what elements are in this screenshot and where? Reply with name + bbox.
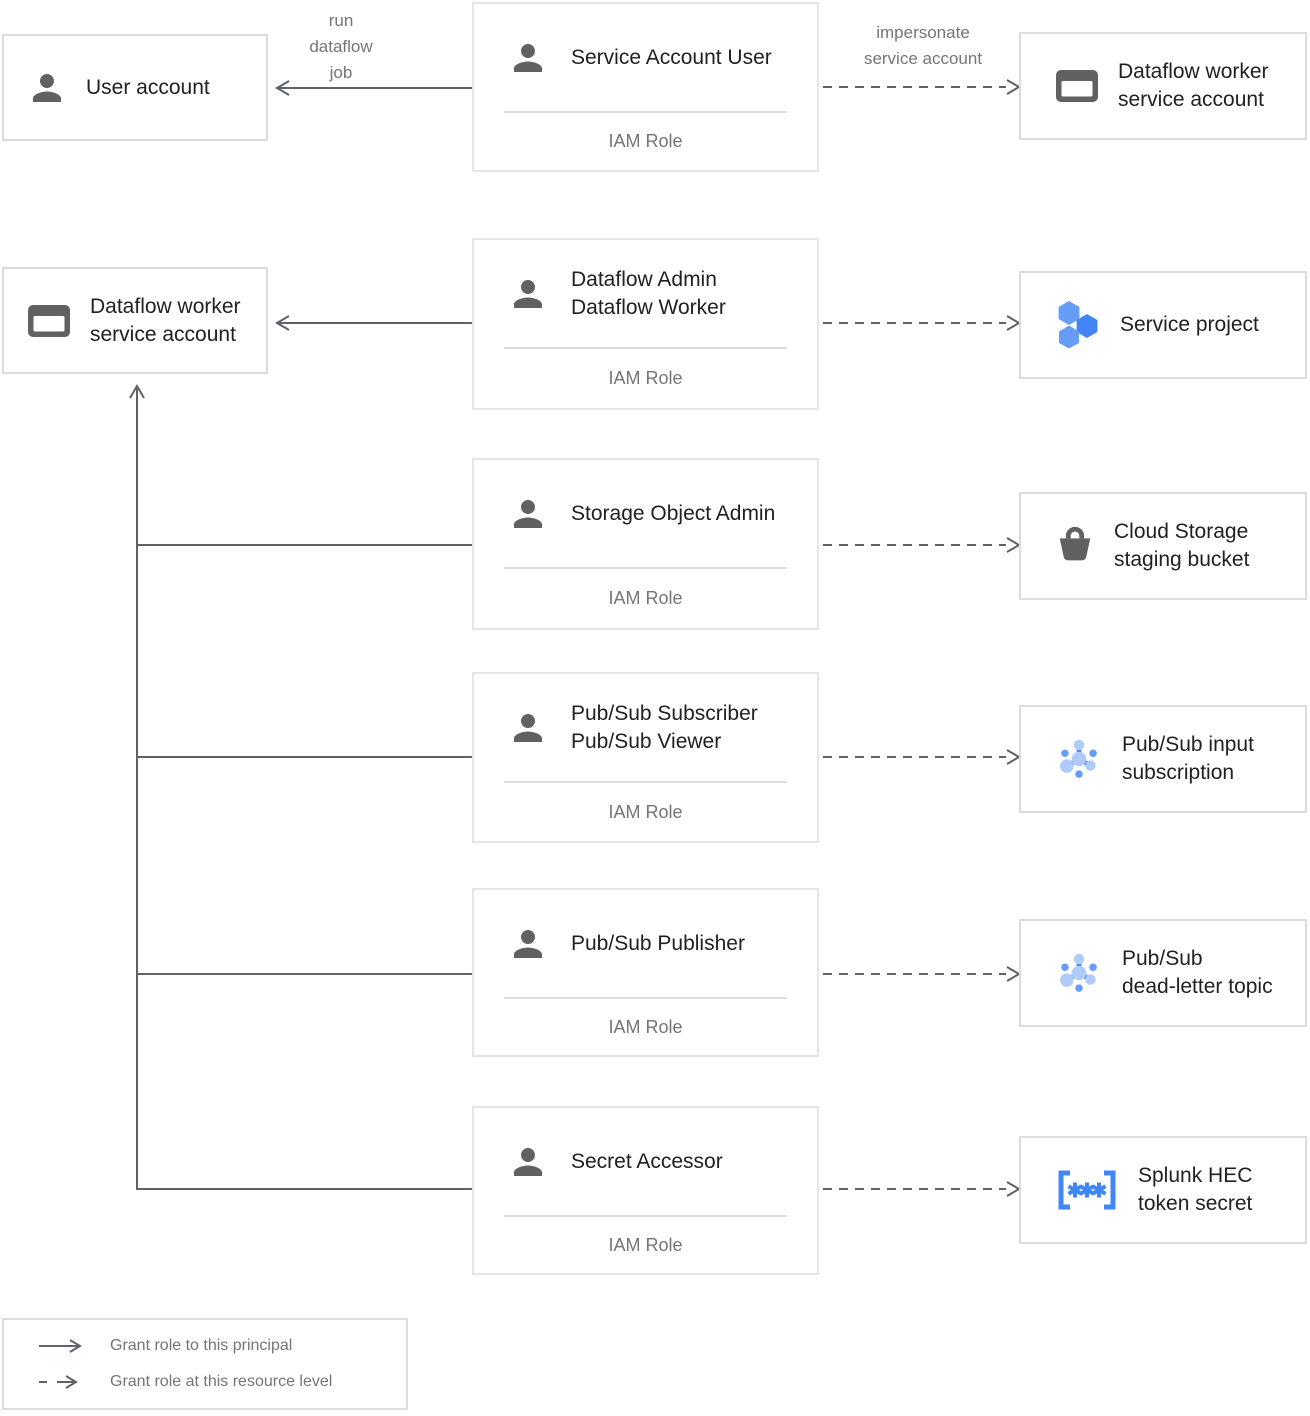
resource-box-service-project: Service project [1019, 271, 1307, 379]
pubsub-icon [1060, 739, 1097, 778]
iam-role-label: IAM Role [608, 1234, 683, 1255]
arrowhead-right-row4 [1006, 749, 1021, 765]
arrowhead-right-row6 [1006, 1181, 1021, 1197]
role-title: Service Account User [571, 45, 772, 69]
person-icon [514, 929, 542, 958]
person-icon [514, 713, 542, 742]
principal-box-user-account: User account [2, 34, 268, 141]
legend-row-solid: Grant role to this principal [4, 1337, 406, 1355]
trunk-to-worker-sa [136, 387, 472, 1190]
resource-label: Service project [1120, 313, 1259, 336]
pubsub-icon [1060, 953, 1097, 992]
arrowhead-up-trunk [129, 384, 145, 399]
role-title: Storage Object Admin [571, 501, 776, 525]
legend-solid-label: Grant role to this principal [110, 1337, 293, 1354]
edge-label-line: dataflow [309, 37, 373, 56]
edge-label-line: impersonate [876, 23, 970, 42]
iam-role-label: IAM Role [608, 368, 683, 388]
arrowhead-right-row1 [1006, 79, 1021, 95]
role-title: Secret Accessor [571, 1149, 723, 1173]
arrowhead-right-row2 [1006, 315, 1021, 331]
role-box-service-account-user: Service Account User IAM Role [472, 2, 819, 172]
person-icon [514, 43, 542, 72]
secret-icon [1058, 1170, 1116, 1210]
edge-label-line: run [328, 11, 354, 30]
edge-label-line: job [329, 63, 353, 82]
iam-role-label: IAM Role [608, 801, 683, 822]
iam-role-label: IAM Role [608, 588, 683, 608]
legend-dashed-arrow-icon [39, 1375, 78, 1389]
arrowhead-right-row3 [1006, 537, 1021, 553]
edge-label-impersonate-service-account: impersonate service account [823, 20, 1023, 72]
person-icon [33, 73, 61, 102]
legend-row-dashed: Grant role at this resource level [4, 1373, 406, 1391]
principal-label: User account [86, 75, 210, 99]
divider [504, 111, 787, 113]
role-box-storage-object-admin: Storage Object Admin IAM Role [472, 458, 819, 630]
principal-box-dataflow-worker-service-account: Dataflow worker service account [2, 267, 268, 374]
role-title: Pub/Sub Publisher [571, 931, 745, 955]
service-account-icon [28, 304, 70, 337]
role-box-secret-accessor: Secret Accessor IAM Role [472, 1106, 819, 1275]
arrowhead-left-row2 [275, 315, 290, 331]
divider [504, 347, 787, 349]
iam-role-label: IAM Role [608, 131, 683, 151]
divider [504, 567, 787, 569]
divider [504, 997, 787, 999]
legend-box: Grant role to this principal Grant role … [2, 1318, 408, 1410]
person-icon [514, 499, 542, 528]
project-icon [1058, 301, 1098, 349]
person-icon [514, 1147, 542, 1176]
legend-dashed-label: Grant role at this resource level [110, 1373, 333, 1390]
principal-label: Dataflow worker service account [90, 294, 241, 346]
iam-role-label: IAM Role [608, 1016, 683, 1037]
storage-bucket-icon [1059, 526, 1091, 561]
role-box-pubsub-publisher: Pub/Sub Publisher IAM Role [472, 888, 819, 1057]
arrowhead-right-row5 [1006, 966, 1021, 982]
service-account-icon [1056, 70, 1098, 102]
legend-solid-arrow-icon [39, 1339, 82, 1353]
edge-label-line: service account [863, 49, 983, 68]
divider [504, 1215, 787, 1217]
divider [504, 781, 787, 783]
person-icon [514, 279, 542, 308]
edge-label-run-dataflow-job: run dataflow job [266, 8, 416, 86]
